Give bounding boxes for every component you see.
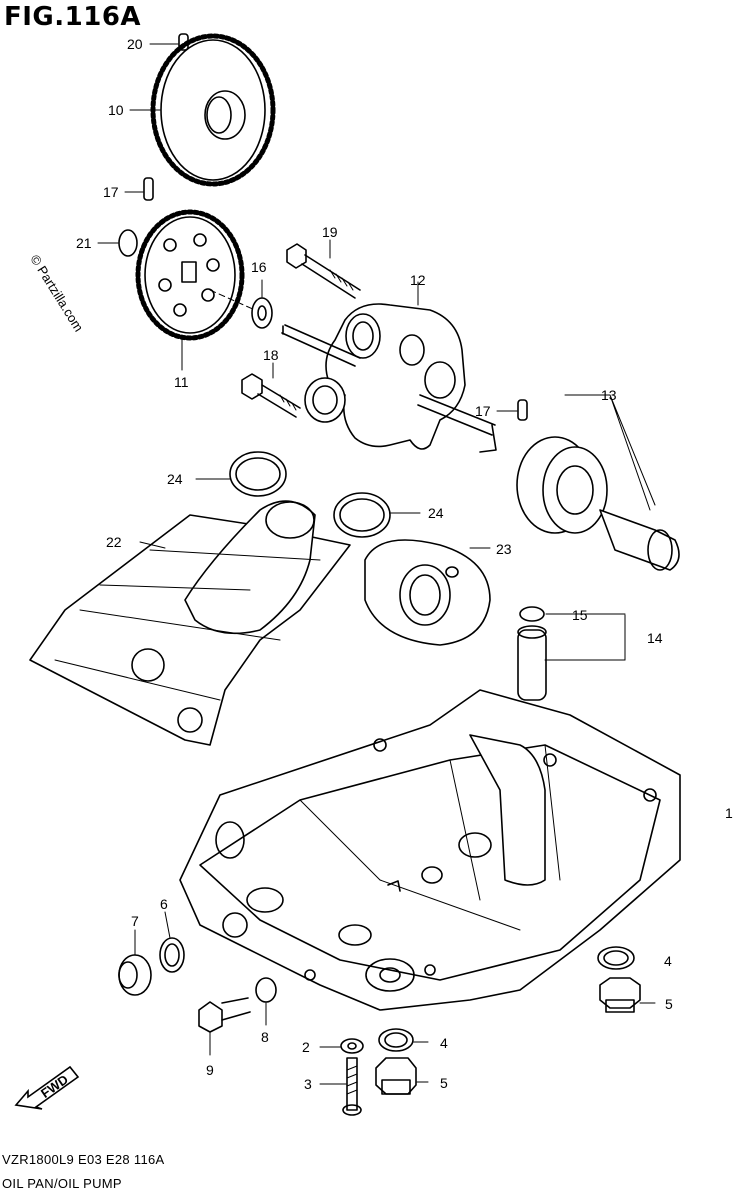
part-24-o-ring-left[interactable]: [195, 451, 287, 497]
callout-3[interactable]: 3: [304, 1076, 312, 1092]
part-4-gasket-right[interactable]: [597, 946, 635, 970]
part-22-baffle-plate[interactable]: [29, 500, 351, 746]
callout-13[interactable]: 13: [601, 387, 617, 403]
part-16-washer[interactable]: [251, 279, 273, 329]
part-10-gear[interactable]: [129, 33, 276, 187]
part-3-bolt[interactable]: [319, 1057, 362, 1116]
part-5-plug-center[interactable]: [375, 1057, 429, 1095]
callout-4[interactable]: 4: [664, 953, 672, 969]
callout-19[interactable]: 19: [322, 224, 338, 240]
callout-18[interactable]: 18: [263, 347, 279, 363]
part-18-bolt[interactable]: [241, 362, 301, 418]
callout-2[interactable]: 2: [302, 1039, 310, 1055]
part-9-bolt[interactable]: [198, 997, 251, 1056]
part-5-plug-right[interactable]: [599, 977, 656, 1013]
callout-5[interactable]: 5: [440, 1075, 448, 1091]
callout-16[interactable]: 16: [251, 259, 267, 275]
part-15-o-ring[interactable]: [519, 606, 626, 622]
callout-11[interactable]: 11: [174, 374, 189, 390]
callout-10[interactable]: 10: [108, 102, 124, 118]
part-8-washer[interactable]: [255, 977, 277, 1026]
callout-20[interactable]: 20: [127, 36, 143, 52]
diagram-code: VZR1800L9 E03 E28 116A: [2, 1152, 165, 1167]
part-6-gasket[interactable]: [159, 911, 185, 973]
part-17-pin-upper[interactable]: [124, 177, 154, 201]
part-1-oil-pan[interactable]: [179, 689, 681, 1011]
part-24-o-ring-right[interactable]: [333, 492, 421, 538]
callout-14[interactable]: 14: [647, 630, 663, 646]
callout-15[interactable]: 15: [572, 607, 588, 623]
callout-6[interactable]: 6: [160, 896, 168, 912]
figure-title: FIG.116A: [4, 2, 142, 32]
callout-12[interactable]: 12: [410, 272, 426, 288]
callout-24[interactable]: 24: [167, 471, 183, 487]
callout-1[interactable]: 1: [725, 805, 733, 821]
part-21-circlip[interactable]: [97, 229, 138, 257]
part-11-gear[interactable]: [135, 209, 256, 371]
part-4-gasket-center[interactable]: [378, 1028, 429, 1052]
callout-17[interactable]: 17: [103, 184, 119, 200]
part-14-relief-valve[interactable]: [517, 614, 626, 701]
callout-8[interactable]: 8: [261, 1029, 269, 1045]
callout-17[interactable]: 17: [475, 403, 491, 419]
forward-arrow-icon: FWD: [14, 1055, 84, 1111]
callout-23[interactable]: 23: [496, 541, 512, 557]
part-12-oil-pump[interactable]: [281, 281, 497, 453]
callout-7[interactable]: 7: [131, 913, 139, 929]
callout-21[interactable]: 21: [76, 235, 92, 251]
part-13-rotor-set[interactable]: [516, 394, 680, 571]
part-2-washer[interactable]: [319, 1038, 364, 1054]
callout-4[interactable]: 4: [440, 1035, 448, 1051]
diagram-name: OIL PAN/OIL PUMP: [2, 1176, 122, 1191]
part-19-bolt[interactable]: [286, 239, 361, 299]
callout-24[interactable]: 24: [428, 505, 444, 521]
callout-22[interactable]: 22: [106, 534, 122, 550]
part-23-oil-strainer[interactable]: [364, 539, 491, 646]
part-17-pin-lower[interactable]: [496, 399, 528, 421]
part-7-plug[interactable]: [118, 929, 152, 996]
callout-5[interactable]: 5: [665, 996, 673, 1012]
callout-9[interactable]: 9: [206, 1062, 214, 1078]
